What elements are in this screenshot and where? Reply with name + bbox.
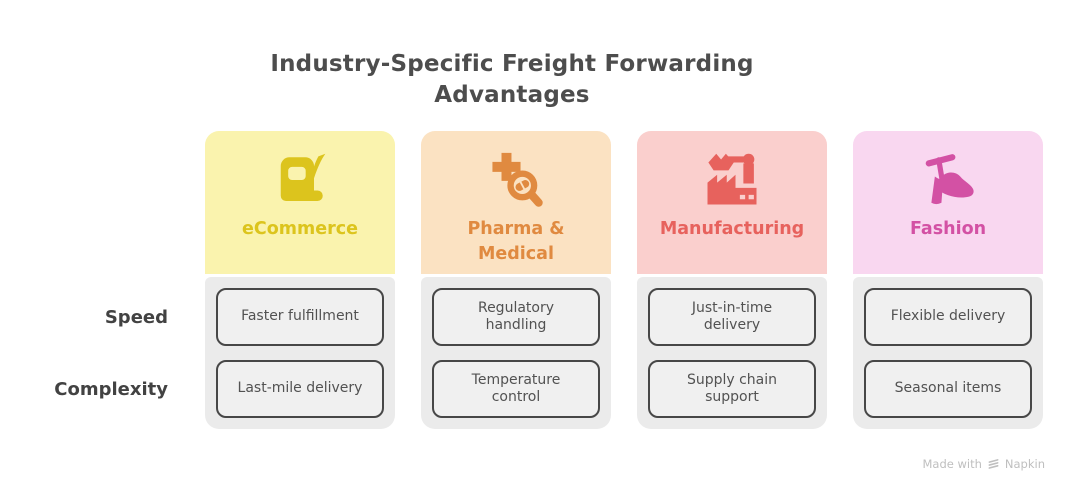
- cell-text-line: Flexible delivery: [890, 308, 1006, 325]
- cell-text-line: delivery: [703, 317, 761, 333]
- column-cells-pharma-medical: Regulatory handling Temperature control: [421, 277, 611, 429]
- cell-pharma-complexity: Temperature control: [432, 360, 600, 418]
- cell-ecommerce-speed: Faster fulfillment: [216, 288, 384, 346]
- column-header-ecommerce: eCommerce: [205, 131, 395, 274]
- cell-text-line: Faster fulfillment: [241, 308, 359, 325]
- diagram-title: Industry-Specific Freight Forwarding Adv…: [212, 49, 812, 111]
- column-title: Manufacturing: [660, 217, 804, 242]
- cell-fashion-complexity: Seasonal items: [864, 360, 1032, 418]
- column-pharma-medical: Pharma & Medical Regulatory handling Tem…: [421, 131, 611, 429]
- column-title-line: Fashion: [909, 219, 987, 239]
- medical-search-icon: [487, 151, 545, 209]
- cell-text-line: Supply chain: [686, 371, 778, 388]
- column-manufacturing: Manufacturing Just-in-time delivery Supp…: [637, 131, 827, 429]
- napkin-logo-icon: [987, 458, 1000, 471]
- cell-text-line: Last-mile delivery: [237, 380, 363, 397]
- cell-text-line: Just-in-time: [691, 299, 773, 316]
- factory-robot-arm-icon: [704, 151, 760, 209]
- column-cells-manufacturing: Just-in-time delivery Supply chain suppo…: [637, 277, 827, 429]
- column-title: eCommerce: [242, 217, 358, 242]
- column-cells-fashion: Flexible delivery Seasonal items: [853, 277, 1043, 429]
- column-title-line: Pharma &: [467, 219, 565, 239]
- cell-pharma-speed: Regulatory handling: [432, 288, 600, 346]
- column-title-line: eCommerce: [242, 219, 358, 239]
- column-title: Fashion: [910, 217, 986, 242]
- high-heel-shoe-icon: [920, 151, 976, 209]
- cell-text-line: support: [705, 389, 759, 405]
- cell-text-line: handling: [485, 317, 547, 333]
- cell-text-line: Temperature: [471, 371, 561, 388]
- cell-manufacturing-speed: Just-in-time delivery: [648, 288, 816, 346]
- column-title: Pharma & Medical: [467, 217, 564, 267]
- column-title-line: Manufacturing: [659, 219, 805, 239]
- brand-label: Napkin: [1004, 457, 1045, 471]
- column-cells-ecommerce: Faster fulfillment Last-mile delivery: [205, 277, 395, 429]
- shopping-bag-icon: [272, 151, 328, 209]
- diagram-title-line: Advantages: [434, 82, 590, 108]
- made-with-label: Made with: [922, 457, 982, 471]
- cell-text-line: control: [491, 389, 541, 405]
- column-title-line: Medical: [478, 244, 554, 264]
- cell-manufacturing-complexity: Supply chain support: [648, 360, 816, 418]
- cell-text-line: Regulatory: [477, 299, 555, 316]
- cell-text-line: Seasonal items: [894, 380, 1002, 397]
- cell-ecommerce-complexity: Last-mile delivery: [216, 360, 384, 418]
- column-header-fashion: Fashion: [853, 131, 1043, 274]
- column-ecommerce: eCommerce Faster fulfillment Last-mile d…: [205, 131, 395, 429]
- cell-fashion-speed: Flexible delivery: [864, 288, 1032, 346]
- napkin-attribution: Made with Napkin: [923, 457, 1046, 471]
- column-header-manufacturing: Manufacturing: [637, 131, 827, 274]
- column-header-pharma-medical: Pharma & Medical: [421, 131, 611, 274]
- diagram-title-line: Industry-Specific Freight Forwarding: [270, 51, 754, 77]
- row-label-complexity: Complexity: [54, 379, 168, 400]
- row-label-speed: Speed: [104, 307, 168, 328]
- column-fashion: Fashion Flexible delivery Seasonal items: [853, 131, 1043, 429]
